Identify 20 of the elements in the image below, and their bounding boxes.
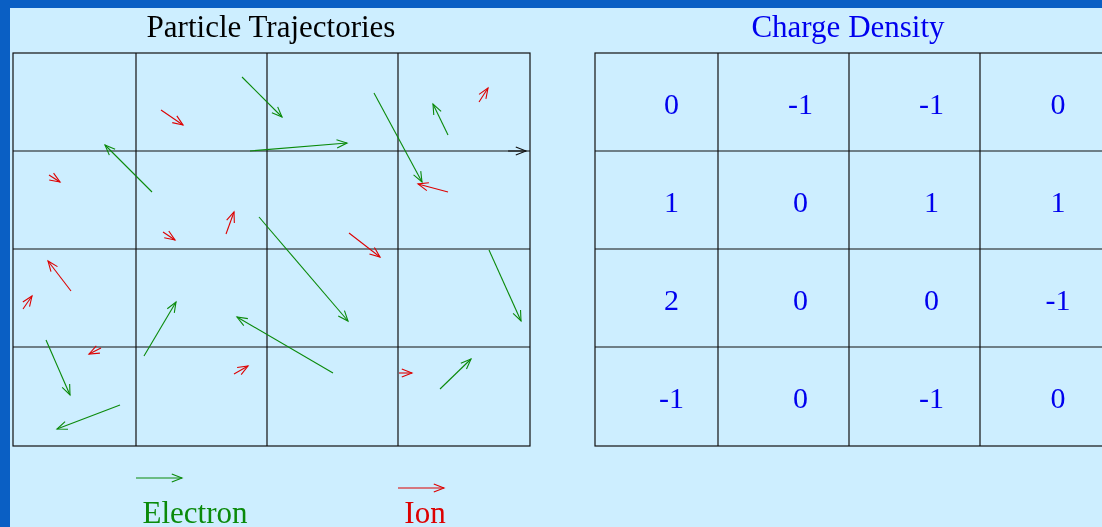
charge-value: 1 [924, 187, 939, 217]
charge-value: 0 [793, 187, 808, 217]
charge-value: 0 [793, 383, 808, 413]
charge-value: -1 [788, 89, 813, 119]
charge-value: -1 [919, 89, 944, 119]
charge-value: 0 [1050, 89, 1066, 119]
legend-label: Electron [142, 497, 248, 527]
charge-value: 1 [1050, 187, 1066, 217]
panel-heading: Charge Density [751, 11, 945, 42]
charge-value: 0 [1050, 383, 1066, 413]
legend-label: Ion [404, 497, 446, 527]
charge-value: 1 [664, 187, 679, 217]
charge-value: -1 [659, 383, 684, 413]
charge-value: 2 [664, 285, 679, 315]
charge-value: 0 [793, 285, 808, 315]
charge-value: 0 [924, 285, 939, 315]
charge-value: -1 [1045, 285, 1071, 315]
charge-value: -1 [919, 383, 944, 413]
charge-value: 0 [664, 89, 679, 119]
panel-heading: Particle Trajectories [146, 11, 396, 42]
